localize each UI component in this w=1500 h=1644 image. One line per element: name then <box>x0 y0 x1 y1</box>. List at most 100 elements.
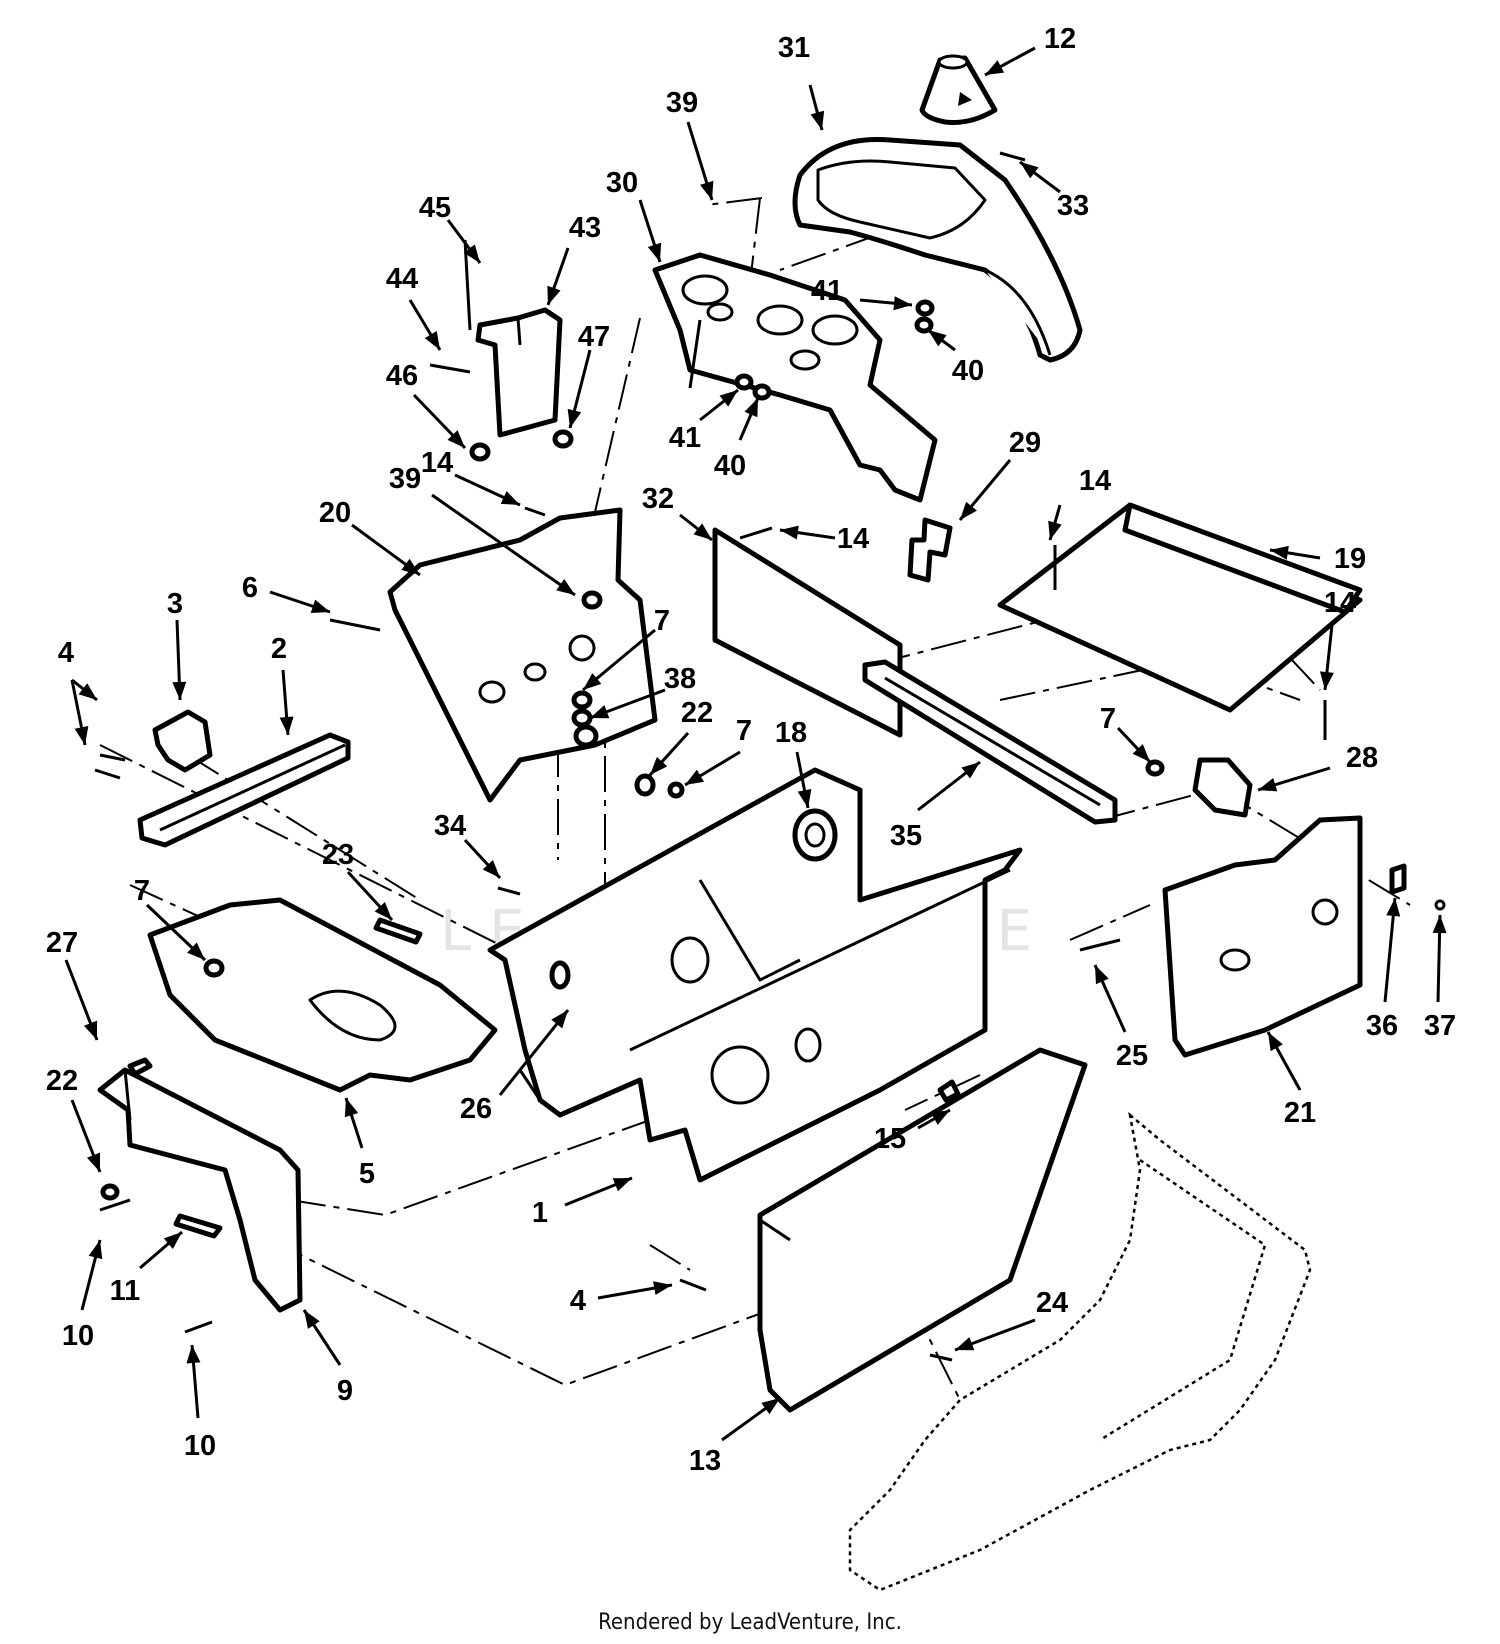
part-30-dash-panel <box>652 252 938 503</box>
svg-text:40: 40 <box>714 450 746 482</box>
arrowhead <box>374 902 392 920</box>
arrowhead <box>186 1345 201 1364</box>
arrowhead <box>1268 1032 1283 1052</box>
svg-text:22: 22 <box>46 1065 78 1097</box>
svg-text:5: 5 <box>359 1158 375 1190</box>
arrowhead <box>653 1281 672 1296</box>
arrowhead <box>955 1337 975 1351</box>
callouts: 31 12 39 30 33 45 43 44 47 46 41 40 41 4… <box>46 23 1456 1477</box>
svg-text:26: 26 <box>460 1093 492 1125</box>
arrowhead <box>279 716 294 735</box>
arrowheads <box>74 60 1447 1415</box>
arrowhead <box>304 1310 320 1329</box>
svg-text:7: 7 <box>654 605 670 637</box>
part-5-seat-plate <box>147 897 498 1093</box>
arrowhead <box>187 942 205 960</box>
svg-text:1: 1 <box>532 1197 548 1229</box>
callout-22-b: 22 <box>46 1065 102 1173</box>
svg-text:28: 28 <box>1346 742 1378 774</box>
arrowhead <box>650 756 668 775</box>
arrowhead <box>78 683 97 700</box>
arrowhead <box>685 769 705 785</box>
arrowhead <box>1132 744 1150 762</box>
svg-text:31: 31 <box>778 32 810 64</box>
svg-text:14: 14 <box>421 447 453 479</box>
callout-43: 43 <box>546 212 601 306</box>
callout-35: 35 <box>890 760 981 852</box>
svg-text:45: 45 <box>419 192 451 224</box>
part-29-clip <box>907 517 953 583</box>
arrowhead <box>88 1240 103 1260</box>
arrowhead <box>547 285 561 305</box>
callout-47: 47 <box>568 321 610 429</box>
part-19-floor-plate <box>997 502 1363 713</box>
arrowhead <box>83 1020 98 1040</box>
arrowhead <box>424 330 440 350</box>
callout-28: 28 <box>1257 742 1378 792</box>
arrowhead <box>556 578 575 595</box>
arrowhead <box>482 860 500 878</box>
arrowhead <box>1270 545 1289 560</box>
svg-text:13: 13 <box>689 1445 721 1477</box>
arrowhead <box>893 296 912 311</box>
arrowhead <box>463 244 480 263</box>
arrowhead <box>761 1398 780 1415</box>
svg-text:37: 37 <box>1424 1010 1456 1042</box>
svg-text:36: 36 <box>1366 1010 1398 1042</box>
svg-text:39: 39 <box>666 87 698 119</box>
svg-text:6: 6 <box>242 572 258 604</box>
svg-text:35: 35 <box>890 820 922 852</box>
arrowhead <box>401 558 420 575</box>
arrowhead <box>447 430 465 448</box>
arrowhead <box>961 762 980 779</box>
svg-text:2: 2 <box>271 633 287 665</box>
part-32-rear-plate <box>712 527 903 738</box>
part-2-rail <box>137 732 351 848</box>
part-9-hinge-bracket <box>97 1067 303 1313</box>
svg-text:33: 33 <box>1057 190 1089 222</box>
arrowhead <box>74 725 89 745</box>
arrowhead <box>1319 671 1334 690</box>
svg-text:41: 41 <box>669 422 701 454</box>
arrowhead <box>163 1232 182 1250</box>
svg-text:40: 40 <box>952 355 984 387</box>
svg-text:29: 29 <box>1009 427 1041 459</box>
svg-text:7: 7 <box>134 875 150 907</box>
arrowhead <box>719 390 738 407</box>
footer-credit: Rendered by LeadVenture, Inc. <box>598 1610 902 1635</box>
svg-text:4: 4 <box>58 637 74 669</box>
callout-26: 26 <box>460 1009 570 1125</box>
callout-24: 24 <box>954 1287 1068 1352</box>
callout-39: 39 <box>666 87 714 201</box>
svg-text:41: 41 <box>811 275 843 307</box>
svg-text:22: 22 <box>681 697 713 729</box>
part-28-bracket <box>1192 757 1253 818</box>
svg-text:11: 11 <box>110 1275 141 1307</box>
arrowhead <box>567 408 582 428</box>
svg-text:9: 9 <box>337 1375 353 1407</box>
arrowhead <box>344 1098 359 1118</box>
arrowhead <box>310 599 330 613</box>
svg-text:14: 14 <box>1079 465 1111 497</box>
arrowhead <box>930 1110 950 1125</box>
svg-text:15: 15 <box>874 1123 906 1155</box>
svg-text:19: 19 <box>1334 543 1366 575</box>
seat-outline <box>848 1111 1312 1592</box>
arrowhead <box>810 110 825 130</box>
callout-29: 29 <box>958 427 1041 521</box>
svg-text:7: 7 <box>1100 703 1116 735</box>
callout-39-b: 39 <box>389 463 576 597</box>
part-13-lower-panel <box>757 1047 1088 1413</box>
svg-text:44: 44 <box>386 263 418 295</box>
arrowhead <box>780 525 799 540</box>
callout-14-a: 14 <box>421 447 521 507</box>
arrowhead <box>693 523 712 540</box>
svg-text:38: 38 <box>664 663 696 695</box>
callout-37: 37 <box>1424 914 1456 1042</box>
svg-text:14: 14 <box>1324 587 1356 619</box>
svg-text:10: 10 <box>184 1430 216 1462</box>
svg-text:21: 21 <box>1284 1097 1316 1129</box>
callout-40-b: 40 <box>714 397 760 482</box>
part-20-left-panel <box>387 507 658 803</box>
arrowhead <box>612 1178 632 1192</box>
